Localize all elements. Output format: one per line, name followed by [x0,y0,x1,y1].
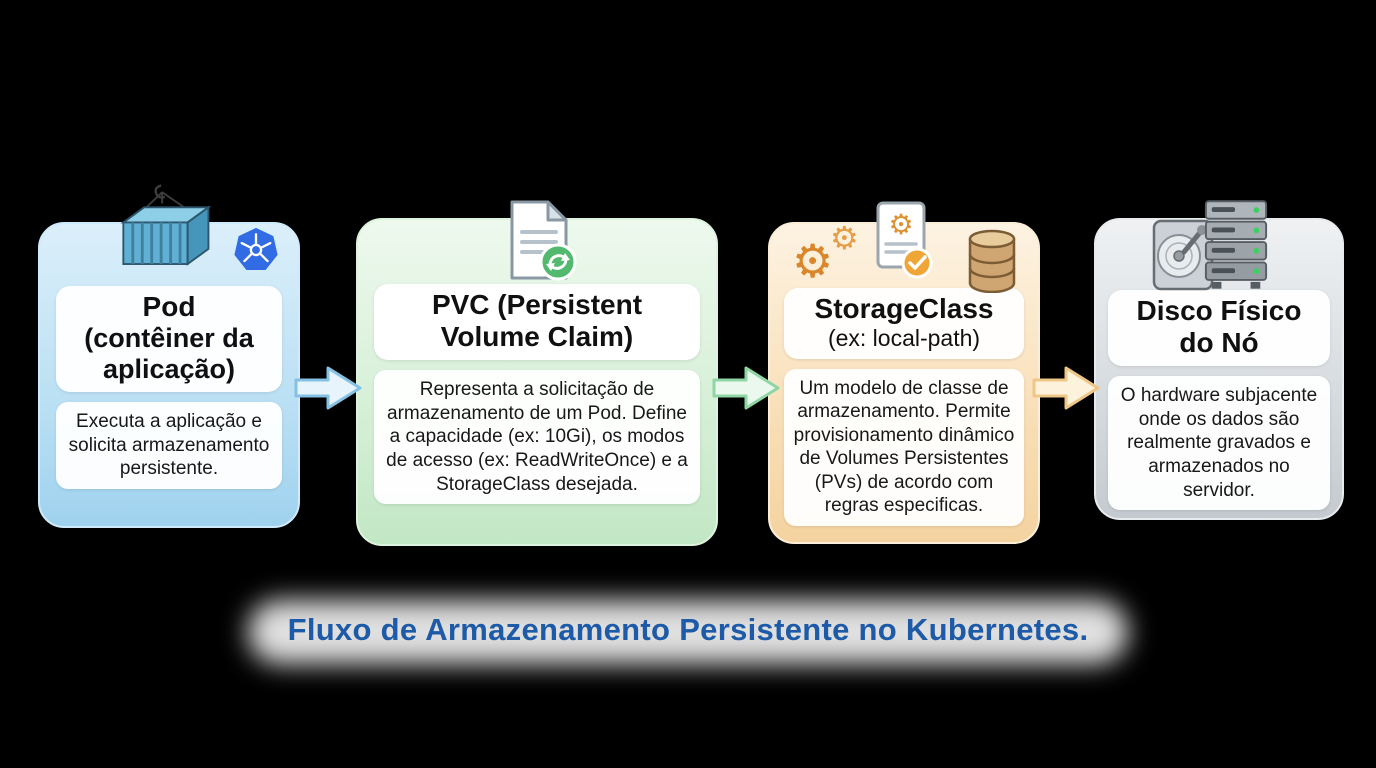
card-disk: Disco Físico do Nó O hardware subjacente… [1094,200,1344,520]
flow-arrow-pod-to-pvc [294,366,362,410]
card-storageclass-title-box: StorageClass (ex: local-path) [784,288,1024,359]
document-gear-check-icon: ⚙ [876,201,933,279]
card-storageclass-title: StorageClass [814,293,994,324]
gear-small-icon: ⚙ [830,219,859,257]
document-sync-icon [510,200,577,281]
card-pod: Pod (contêiner da aplicação) Executa a a… [38,184,300,528]
card-pvc-title-box: PVC (Persistent Volume Claim) [374,284,700,361]
hard-drive-icon [1152,219,1214,291]
card-pvc: PVC (Persistent Volume Claim) Representa… [356,200,718,546]
card-storageclass: ⚙ ⚙ ⚙ StorageClass (ex: local-path) Um m… [768,201,1040,544]
caption-glow [248,600,1128,664]
card-disk-title-box: Disco Físico do Nó [1108,290,1330,367]
kubernetes-helm-icon [234,227,278,270]
flow-arrow-storageclass-to-disk [1032,366,1100,410]
card-pod-subtitle: (contêiner da aplicação) [84,323,254,385]
card-storageclass-subtitle: (ex: local-path) [827,325,981,352]
card-disk-title: Disco Físico do Nó [1136,295,1302,359]
card-disk-description: O hardware subjacente onde os dados são … [1108,376,1330,511]
database-icon [968,229,1016,293]
diagram-caption: Fluxo de Armazenamento Persistente no Ku… [287,612,1089,647]
cargo-container-icon [120,184,212,266]
card-pod-description: Executa a aplicação e solicita armazenam… [56,402,282,489]
flow-arrow-pvc-to-storageclass [712,366,780,410]
card-pod-title-box: Pod (contêiner da aplicação) [56,286,282,393]
gear-large-icon: ⚙ [792,234,834,288]
svg-text:⚙: ⚙ [888,208,913,241]
card-pod-title: Pod [142,291,196,322]
card-pvc-title: PVC (Persistent Volume Claim) [431,289,643,353]
server-rack-icon [1204,200,1268,289]
gears-icon: ⚙ ⚙ [792,222,864,290]
card-pvc-description: Representa a solicitação de armazenament… [374,370,700,505]
card-storageclass-description: Um modelo de classe de armazenamento. Pe… [784,368,1024,526]
